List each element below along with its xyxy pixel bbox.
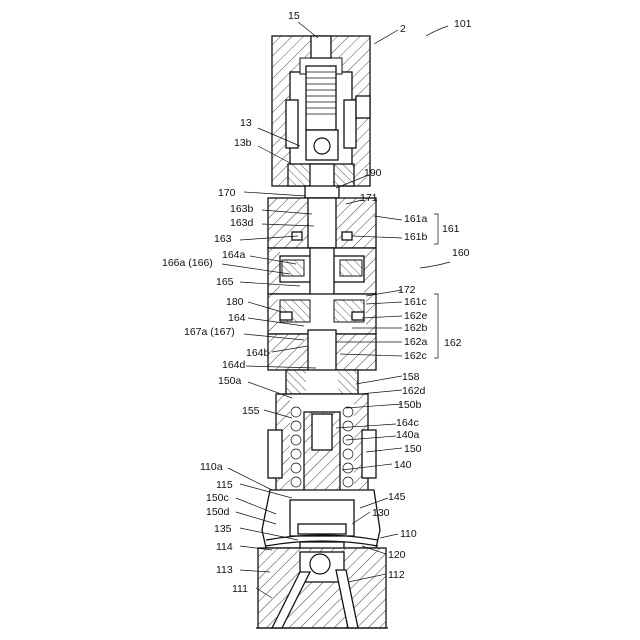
label-162d: 162d	[402, 385, 426, 397]
label-158: 158	[402, 371, 420, 383]
label-13b: 13b	[234, 137, 252, 149]
label-2: 2	[400, 23, 406, 35]
label-171: 171	[360, 192, 378, 204]
label-150c: 150c	[206, 492, 229, 504]
label-115: 115	[216, 479, 233, 491]
label-160: 160	[452, 247, 470, 259]
label-140: 140	[394, 459, 412, 471]
label-135: 135	[214, 523, 232, 535]
nut	[286, 370, 358, 394]
label-162e: 162e	[404, 310, 428, 322]
label-111: 111	[232, 583, 248, 595]
lower-body	[256, 490, 388, 628]
label-150: 150	[404, 443, 422, 455]
label-110a: 110a	[200, 461, 223, 473]
label-162c: 162c	[404, 350, 427, 362]
label-172: 172	[398, 284, 416, 296]
label-164: 164	[228, 312, 246, 324]
brackets	[434, 214, 438, 358]
label-140a: 140a	[396, 429, 420, 441]
label-112: 112	[388, 569, 405, 581]
label-161a: 161a	[404, 213, 428, 225]
label-110: 110	[400, 528, 417, 540]
label-161: 161	[442, 223, 460, 235]
label-166a: 166a (166)	[162, 257, 213, 269]
label-164b: 164b	[246, 347, 270, 359]
label-145: 145	[388, 491, 406, 503]
label-150b: 150b	[398, 399, 422, 411]
label-113: 113	[216, 564, 233, 576]
label-162b: 162b	[404, 322, 428, 334]
label-13: 13	[240, 117, 252, 129]
label-163: 163	[214, 233, 232, 245]
label-162: 162	[444, 337, 462, 349]
spring-housing	[268, 394, 376, 506]
label-150d: 150d	[206, 506, 230, 518]
label-120: 120	[388, 549, 406, 561]
label-155: 155	[242, 405, 260, 417]
label-161c: 161c	[404, 296, 427, 308]
label-163b: 163b	[230, 203, 254, 215]
label-180: 180	[226, 296, 244, 308]
label-15: 15	[288, 10, 300, 22]
label-190: 190	[364, 167, 382, 179]
label-101: 101	[454, 18, 472, 30]
label-167a: 167a (167)	[184, 326, 235, 338]
label-150a: 150a	[218, 375, 242, 387]
label-114: 114	[216, 541, 233, 553]
label-162a: 162a	[404, 336, 428, 348]
label-165: 165	[216, 276, 234, 288]
label-130: 130	[372, 507, 390, 519]
label-164a: 164a	[222, 249, 246, 261]
label-161b: 161b	[404, 231, 428, 243]
label-170: 170	[218, 187, 236, 199]
label-164d: 164d	[222, 359, 246, 371]
label-163d: 163d	[230, 217, 254, 229]
label-164c: 164c	[396, 417, 419, 429]
